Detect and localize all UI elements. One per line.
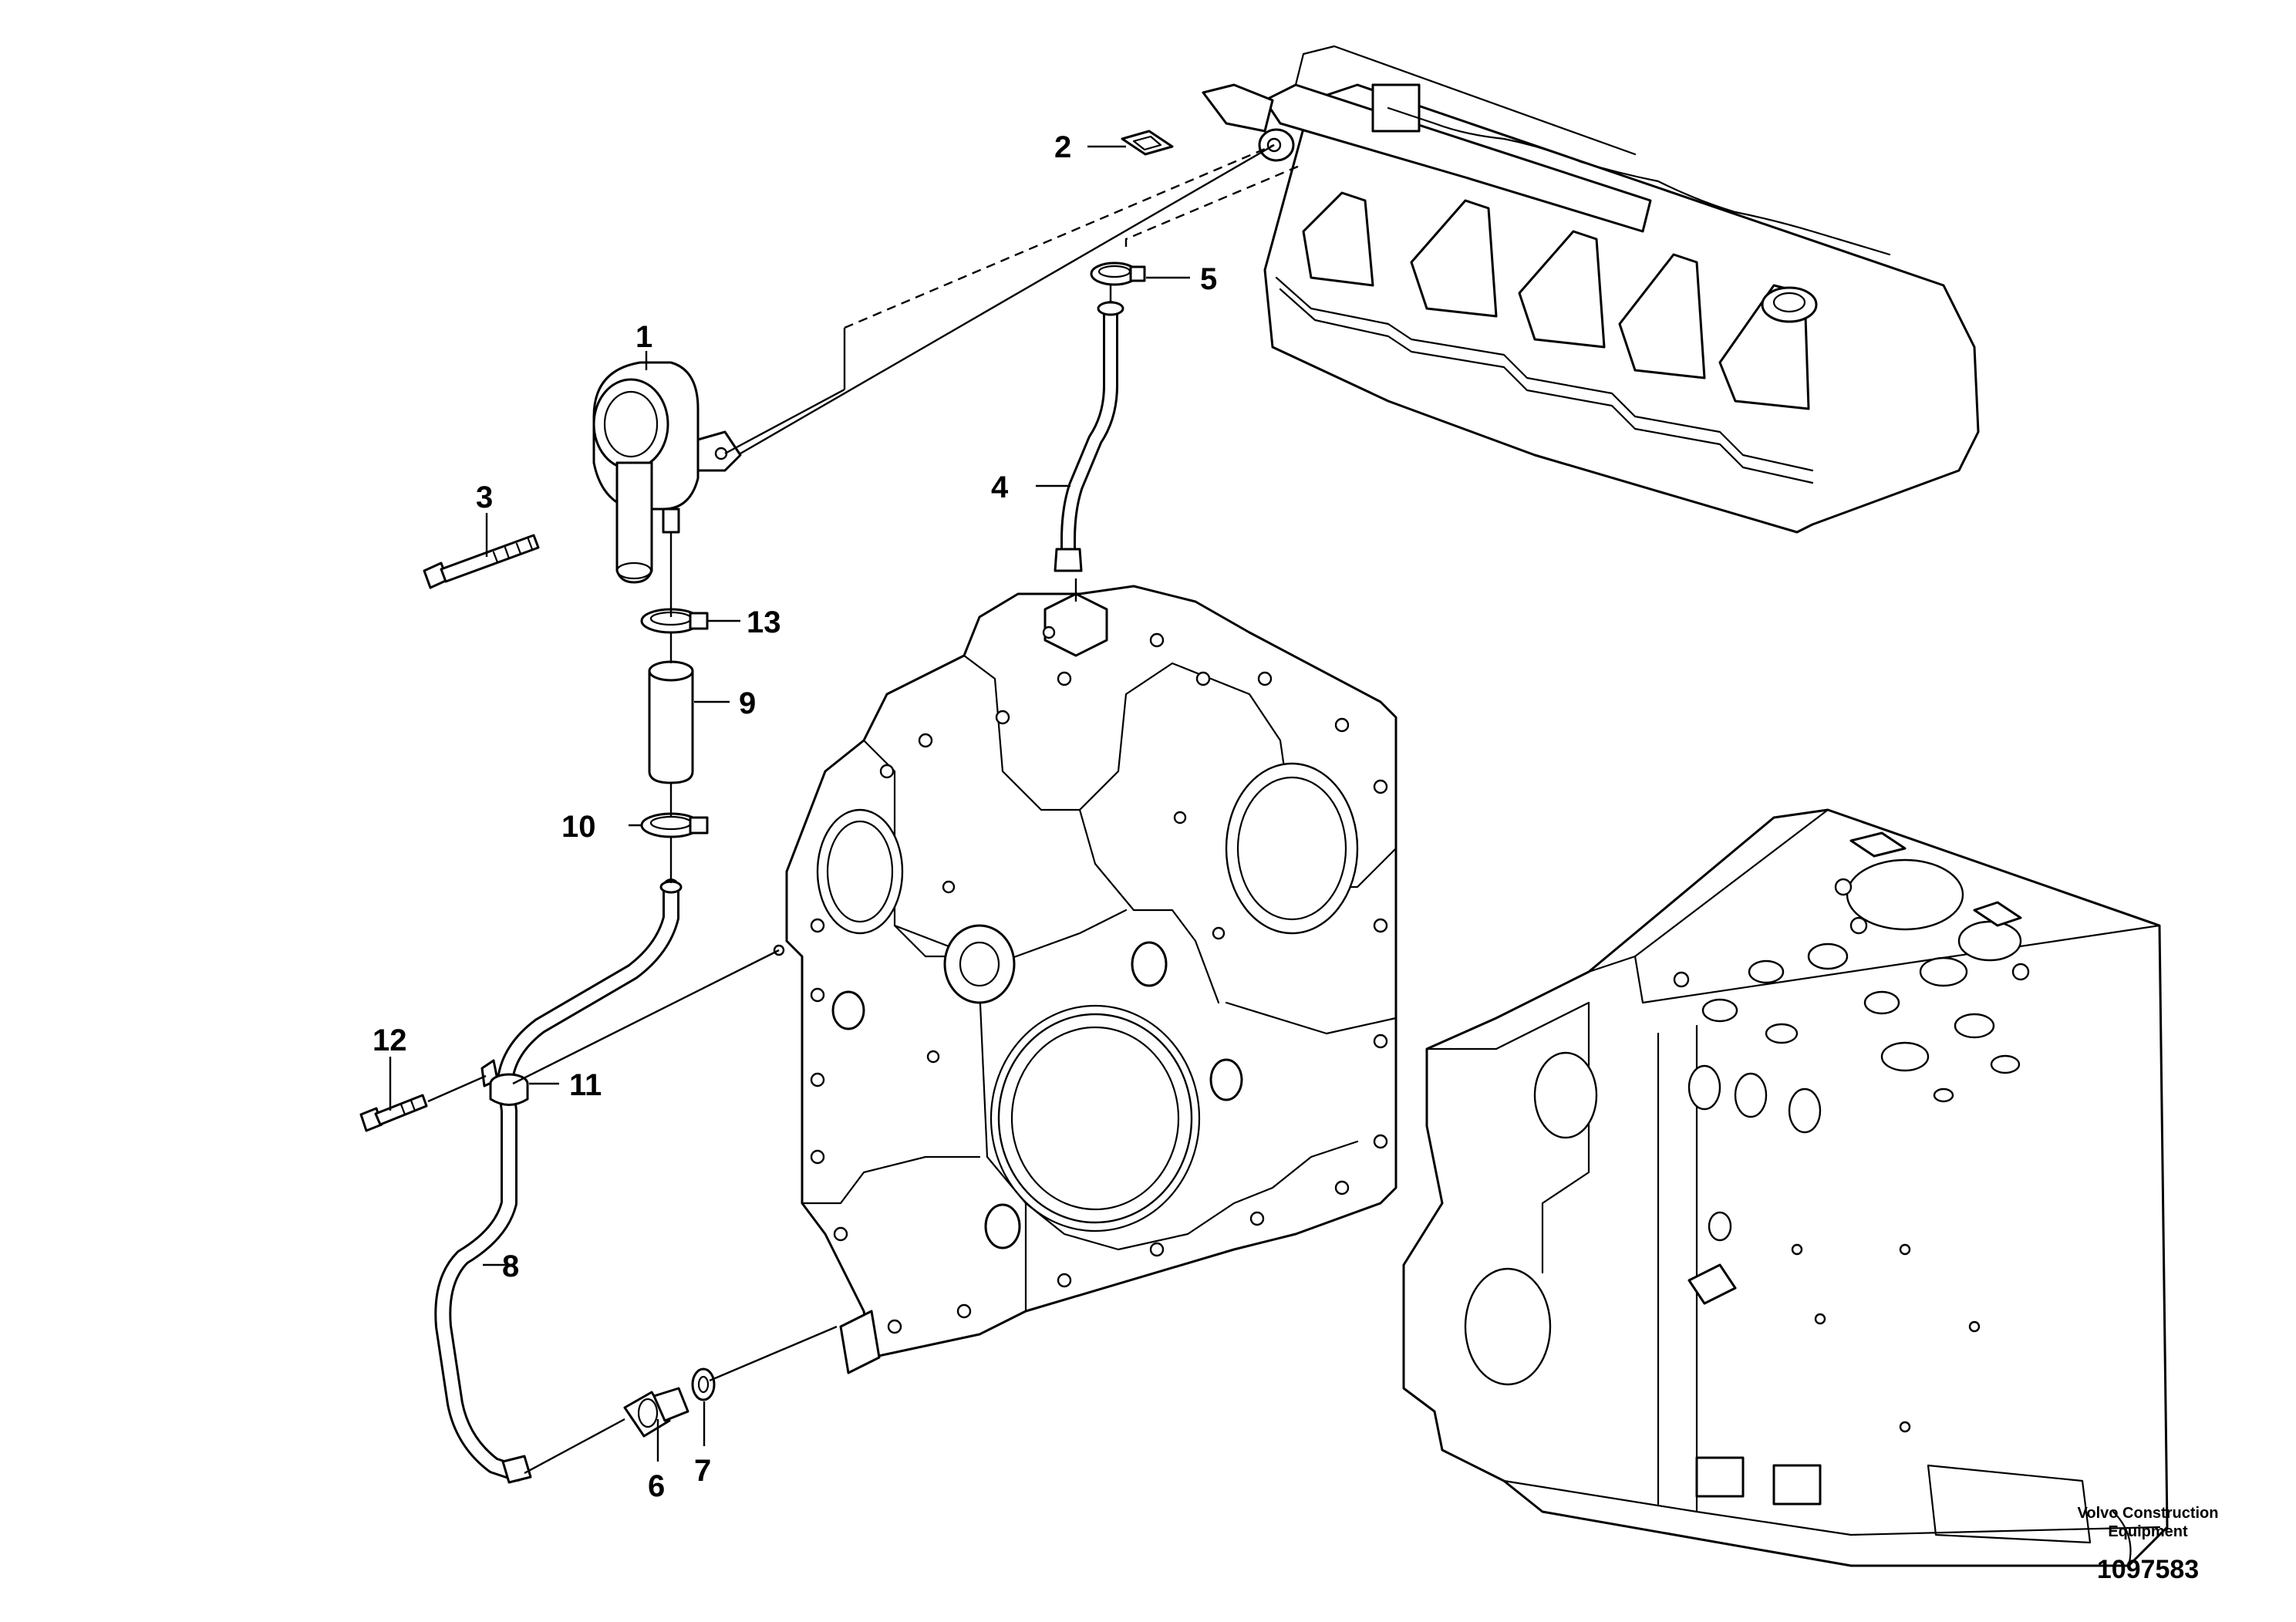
engine-block — [1402, 808, 2169, 1567]
oil-separator-part-1 — [592, 361, 742, 584]
callout-13: 13 — [747, 605, 781, 639]
assembly-lines — [427, 143, 1300, 1475]
callout-7: 7 — [694, 1454, 711, 1488]
timing-gear-cover — [773, 585, 1397, 1374]
pipe-clip-part-11 — [480, 1059, 529, 1106]
callout-leaders — [389, 145, 1190, 1462]
drain-pipe-part-8 — [434, 878, 683, 1484]
callout-4: 4 — [991, 470, 1009, 504]
callout-2: 2 — [1054, 130, 1071, 164]
callout-3: 3 — [476, 481, 493, 514]
callout-11: 11 — [569, 1068, 602, 1102]
document-number: 1097583 — [2097, 1555, 2199, 1584]
callout-1: 1 — [636, 320, 652, 354]
hose-clamp-part-10 — [640, 812, 709, 838]
adapter-nipple-part-6 — [623, 1387, 689, 1438]
hose-clamp-part-13 — [640, 608, 709, 634]
vent-hose-part-4 — [1054, 301, 1124, 572]
grommet-part-2 — [1121, 130, 1174, 156]
bolt-part-12 — [359, 1094, 428, 1132]
callout-5: 5 — [1200, 262, 1217, 296]
company-name-line-2: Equipment — [2108, 1523, 2188, 1540]
hose-part-9 — [648, 660, 694, 784]
company-name-line-1: Volvo Construction — [2078, 1505, 2219, 1522]
bolt-part-3 — [423, 534, 540, 589]
washer-part-7 — [691, 1367, 716, 1401]
callout-9: 9 — [739, 686, 756, 720]
callout-12: 12 — [373, 1023, 407, 1057]
valve-cover — [1121, 45, 1980, 534]
callout-6: 6 — [648, 1469, 665, 1503]
callout-10: 10 — [561, 810, 596, 844]
clamp-part-5 — [1090, 261, 1146, 286]
callout-8: 8 — [502, 1249, 519, 1283]
